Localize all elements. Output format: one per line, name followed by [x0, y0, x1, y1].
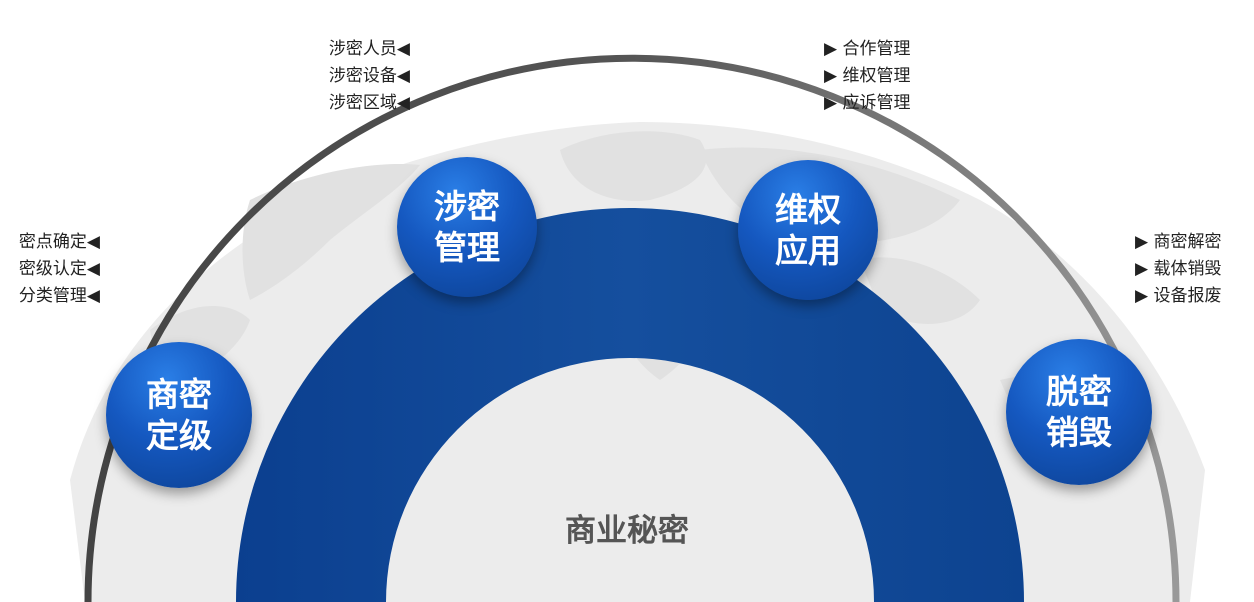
center-arch: [236, 208, 1024, 602]
node-tuomi[interactable]: 脱密销毁: [1006, 339, 1152, 485]
list-item: ▶ 载体销毁: [1135, 259, 1222, 279]
list-item: 密级认定◀: [18, 259, 100, 279]
center-label: 商业秘密: [565, 513, 689, 549]
list-item: 涉密区域◀: [328, 93, 410, 113]
list-item: 密点确定◀: [18, 232, 100, 252]
node-dingji[interactable]: 商密定级: [106, 342, 252, 488]
list-item: 分类管理◀: [18, 286, 100, 306]
list-item: ▶ 维权管理: [824, 66, 911, 86]
list-dingji: 密点确定◀ 密级认定◀ 分类管理◀: [8, 229, 100, 310]
node-weiquan[interactable]: 维权应用: [738, 160, 878, 300]
list-shemi: 涉密人员◀ 涉密设备◀ 涉密区域◀: [318, 36, 410, 117]
node-shemi[interactable]: 涉密管理: [397, 157, 537, 297]
list-item: ▶ 商密解密: [1135, 232, 1222, 252]
list-item: ▶ 合作管理: [824, 39, 911, 59]
node-shemi-label: 涉密管理: [434, 187, 500, 267]
list-weiquan: ▶ 合作管理 ▶ 维权管理 ▶ 应诉管理: [824, 36, 934, 117]
list-tuomi: ▶ 商密解密 ▶ 载体销毁 ▶ 设备报废: [1135, 229, 1245, 310]
list-item: 涉密人员◀: [328, 39, 410, 59]
list-item: ▶ 应诉管理: [824, 93, 911, 113]
node-weiquan-label: 维权应用: [775, 190, 841, 270]
list-item: ▶ 设备报废: [1135, 286, 1222, 306]
outer-ring-arc: [84, 54, 1180, 602]
node-dingji-label: 商密定级: [146, 375, 212, 455]
list-item: 涉密设备◀: [328, 66, 410, 86]
node-tuomi-label: 脱密销毁: [1046, 372, 1112, 452]
